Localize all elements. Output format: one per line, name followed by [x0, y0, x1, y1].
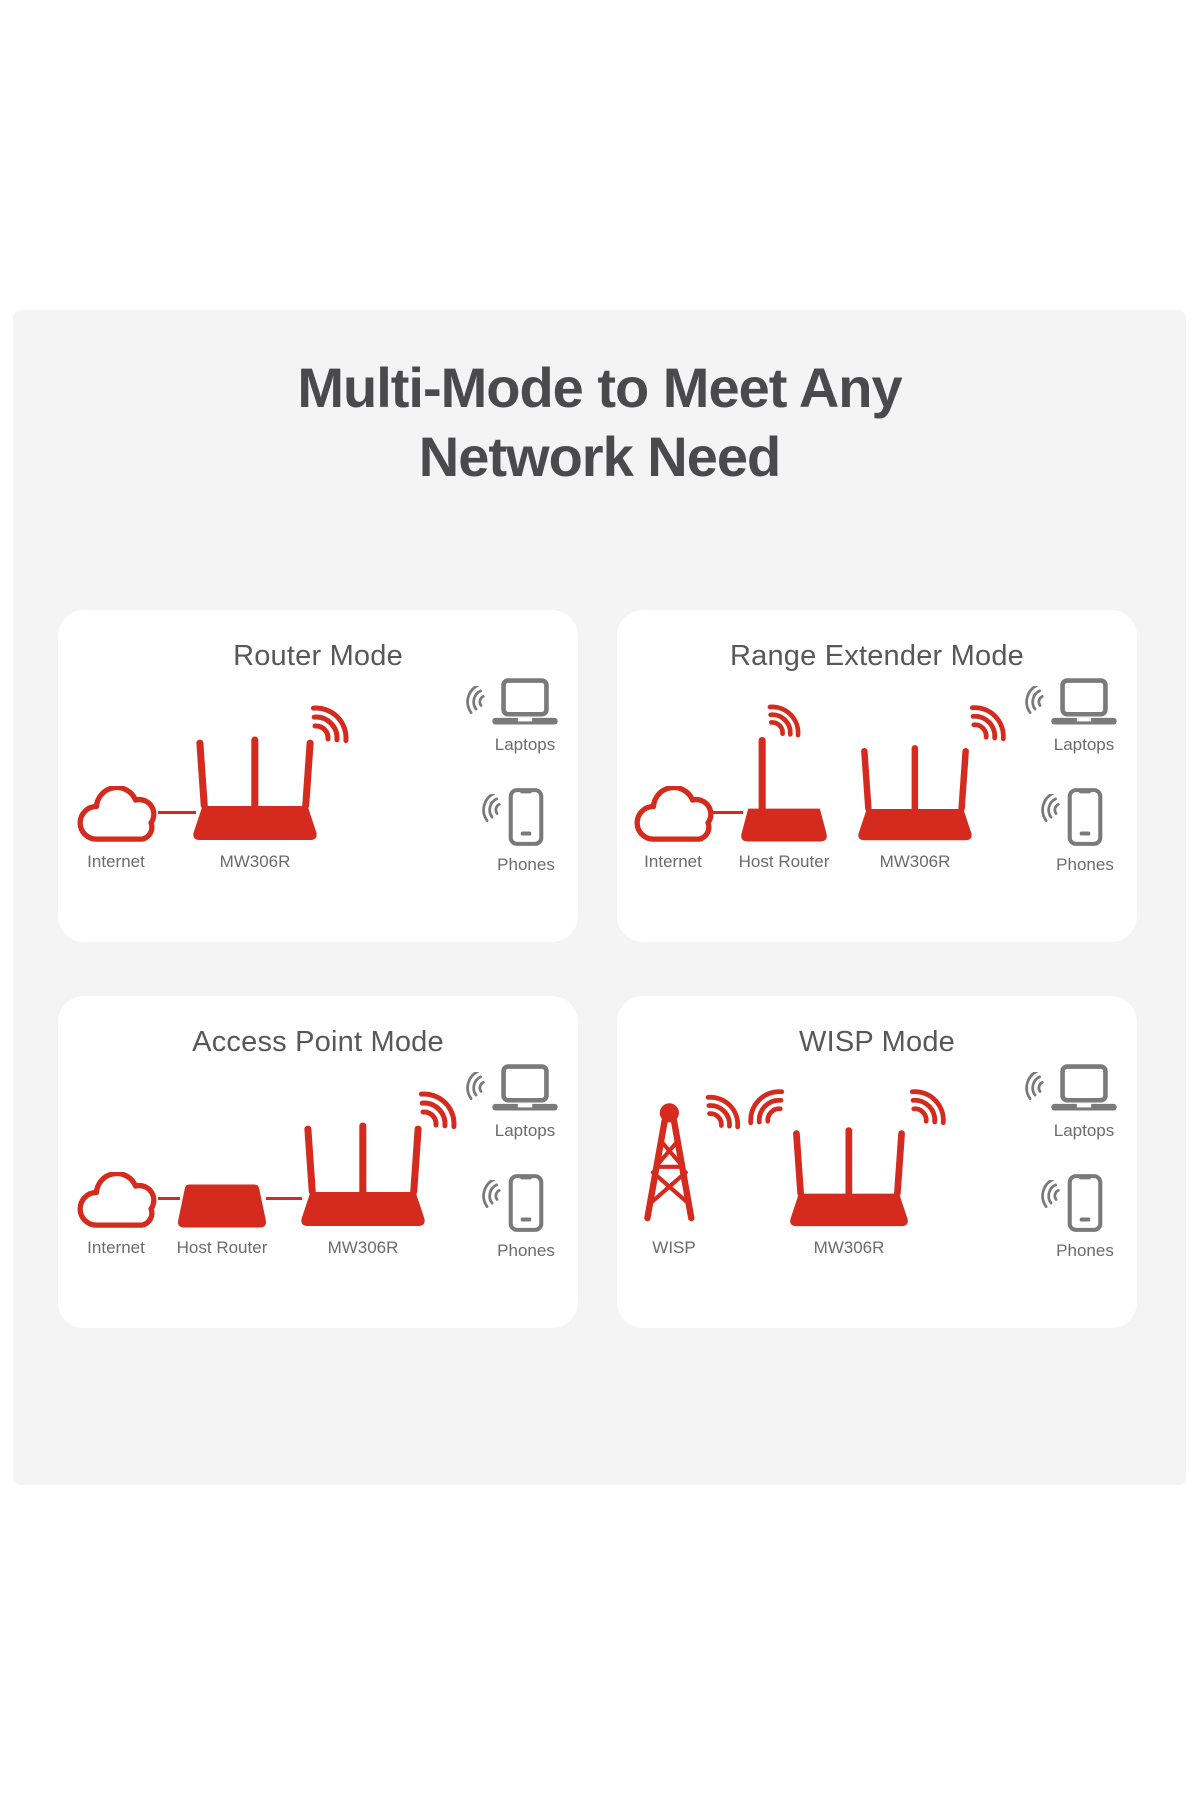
node-label: WISP [652, 1238, 696, 1257]
phone-icon [508, 1174, 544, 1232]
panel-title: Range Extender Mode [730, 640, 1024, 672]
device-label: Phones [1056, 855, 1114, 874]
phone-iconwrap [474, 1174, 561, 1232]
node-label: Internet [644, 852, 702, 871]
laptop-iconwrap [1019, 1064, 1119, 1112]
wifi-arcs-icon [466, 1072, 485, 1101]
wifi-arcs-icon [1025, 686, 1044, 715]
node-label: Internet [87, 852, 145, 871]
connector-line [158, 1197, 180, 1200]
wifi-arcs-icon [482, 1180, 501, 1209]
device-label: Phones [497, 855, 555, 874]
device-label: Laptops [494, 735, 556, 754]
phone-iconwrap [1033, 1174, 1120, 1232]
laptop-icon [1051, 1064, 1117, 1111]
phone-icon [508, 788, 544, 846]
phone-icon [1067, 788, 1103, 846]
node-label: MW306R [879, 852, 951, 871]
wifi-waves-icon [418, 1086, 462, 1130]
main-title-line1: Multi-Mode to Meet Any [297, 356, 902, 419]
mw306r-router-icon [789, 1123, 909, 1229]
laptop-device: Laptops [1019, 678, 1119, 755]
connector-line [158, 811, 196, 814]
node-label: Host Router [738, 852, 830, 871]
mw306r-router-icon [192, 732, 318, 843]
wifi-waves-icon [969, 700, 1011, 742]
device-label: Phones [1056, 1241, 1114, 1260]
internet-cloud-icon [72, 786, 160, 845]
node-label: Internet [87, 1238, 145, 1257]
wifi-arcs-icon [1025, 1072, 1044, 1101]
wifi-waves-icon [743, 1084, 785, 1126]
connector-line [266, 1197, 302, 1200]
wifi-arcs-icon [1041, 794, 1060, 823]
device-label: Laptops [1053, 735, 1115, 754]
panel-access-point-mode: Access Point Mode [58, 996, 578, 1328]
device-label: Laptops [1053, 1121, 1115, 1140]
phone-device: Phones [474, 1174, 561, 1261]
host-router-icon [739, 731, 829, 843]
device-label: Laptops [494, 1121, 556, 1140]
wifi-waves-icon [767, 700, 805, 738]
connector-line [713, 811, 743, 814]
wisp-tower-icon [641, 1101, 705, 1229]
wifi-waves-icon [310, 700, 354, 744]
node-label: Host Router [176, 1238, 268, 1257]
mode-grid: Router Mode [58, 610, 1137, 1328]
node-label: MW306R [813, 1238, 885, 1257]
phone-iconwrap [1033, 788, 1120, 846]
phone-device: Phones [1033, 788, 1120, 875]
laptop-device: Laptops [1019, 1064, 1119, 1141]
wifi-waves-icon [705, 1090, 745, 1130]
phone-device: Phones [1033, 1174, 1120, 1261]
mw306r-router-icon [857, 741, 973, 843]
mw306r-router-icon [300, 1118, 426, 1229]
laptop-device: Laptops [460, 1064, 560, 1141]
panel-title: WISP Mode [799, 1026, 955, 1058]
laptop-iconwrap [460, 1064, 560, 1112]
laptop-icon [492, 678, 558, 725]
laptop-iconwrap [1019, 678, 1119, 726]
phone-icon [1067, 1174, 1103, 1232]
wifi-waves-icon [909, 1084, 951, 1126]
wifi-arcs-icon [482, 794, 501, 823]
wifi-arcs-icon [1041, 1180, 1060, 1209]
phone-iconwrap [474, 788, 561, 846]
panel-range-extender-mode: Range Extender Mode [617, 610, 1137, 942]
panel-title: Access Point Mode [192, 1026, 444, 1058]
panel-title: Router Mode [233, 640, 403, 672]
internet-cloud-icon [72, 1172, 160, 1231]
panel-wisp-mode: WISP Mode [617, 996, 1137, 1328]
node-label: MW306R [219, 852, 291, 871]
main-title-line2: Network Need [418, 424, 781, 488]
phone-device: Phones [474, 788, 561, 875]
laptop-icon [1051, 678, 1117, 725]
wifi-arcs-icon [466, 686, 485, 715]
panel-router-mode: Router Mode [58, 610, 578, 942]
internet-cloud-icon [629, 786, 717, 845]
device-label: Phones [497, 1241, 555, 1260]
host-router-icon [176, 1183, 268, 1229]
laptop-icon [492, 1064, 558, 1111]
laptop-iconwrap [460, 678, 560, 726]
node-label: MW306R [327, 1238, 399, 1257]
laptop-device: Laptops [460, 678, 560, 755]
